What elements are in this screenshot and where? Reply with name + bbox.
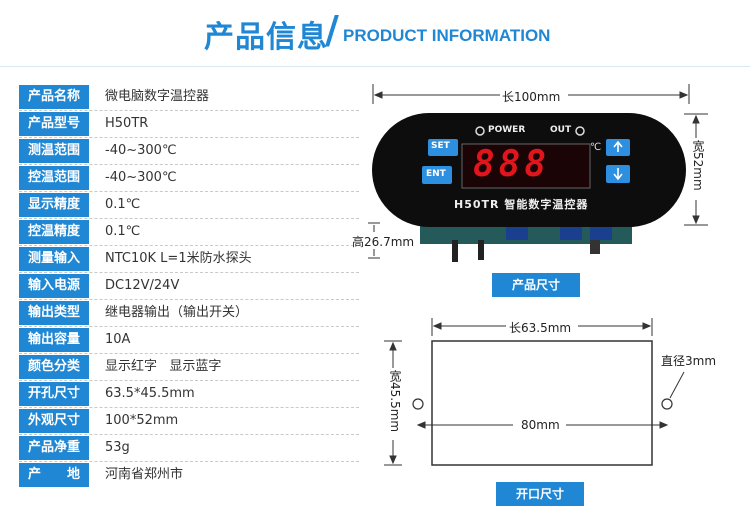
- spec-divider: [19, 272, 359, 274]
- spec-value: 63.5*45.5mm: [105, 386, 195, 401]
- spec-row: 产品型号 H50TR: [19, 112, 359, 139]
- spec-row: 输出类型 继电器输出（输出开关）: [19, 301, 359, 328]
- spec-key: 显示精度: [19, 193, 89, 217]
- spec-key: 外观尺寸: [19, 409, 89, 433]
- spec-value: -40~300℃: [105, 143, 177, 158]
- led-display-frame: [461, 143, 591, 189]
- spec-value: 10A: [105, 332, 131, 347]
- set-label: SET: [431, 141, 450, 151]
- brand-text: H50TR 智能数字温控器: [454, 198, 589, 211]
- cutout-length-label: 长63.5mm: [509, 321, 572, 335]
- spec-row: 颜色分类 显示红字 显示蓝字: [19, 355, 359, 382]
- spec-divider: [19, 164, 359, 166]
- spec-divider: [19, 353, 359, 355]
- hole-diameter-label: 直径3mm: [661, 354, 717, 368]
- spec-row: 产 地 河南省郑州市: [19, 463, 359, 487]
- spec-value: 微电脑数字温控器: [105, 89, 210, 104]
- spec-divider: [19, 380, 359, 382]
- spec-divider: [19, 407, 359, 409]
- product-length-dimension: [372, 84, 690, 104]
- product-height-dimension: [368, 222, 380, 259]
- spec-divider: [19, 461, 359, 463]
- spec-divider: [19, 218, 359, 220]
- spec-divider: [19, 137, 359, 139]
- spec-divider: [19, 191, 359, 193]
- spec-row: 产品名称 微电脑数字温控器: [19, 85, 359, 112]
- spec-divider: [19, 434, 359, 436]
- out-label: OUT: [550, 125, 572, 135]
- spec-value: 0.1℃: [105, 224, 141, 239]
- spec-key: 产品型号: [19, 112, 89, 136]
- header-title-en: PRODUCT INFORMATION: [343, 26, 551, 45]
- spec-divider: [19, 299, 359, 301]
- spec-key: 输出容量: [19, 328, 89, 352]
- ent-label: ENT: [426, 169, 446, 179]
- cutout-rectangle: [431, 340, 653, 466]
- spec-key: 颜色分类: [19, 355, 89, 379]
- spec-value: 河南省郑州市: [105, 467, 184, 482]
- mount-hole-right-icon: [661, 398, 673, 410]
- product-size-caption: 产品尺寸: [492, 273, 580, 297]
- cutout-drawing: [384, 318, 685, 466]
- header-title-cn: 产品信息: [204, 20, 328, 55]
- cutout-size-caption: 开口尺寸: [496, 482, 584, 506]
- ent-button-shape: [422, 166, 452, 184]
- product-panel: [372, 113, 686, 227]
- spec-row: 产品净重 53g: [19, 436, 359, 463]
- spec-row: 控温精度 0.1℃: [19, 220, 359, 247]
- spec-row: 外观尺寸 100*52mm: [19, 409, 359, 436]
- spec-key: 测量输入: [19, 247, 89, 271]
- spec-value: NTC10K L=1米防水探头: [105, 251, 252, 266]
- spec-value: DC12V/24V: [105, 278, 180, 293]
- spec-key: 产 地: [19, 463, 89, 487]
- spec-key: 输入电源: [19, 274, 89, 298]
- spec-divider: [19, 110, 359, 112]
- spec-value: 显示红字 显示蓝字: [105, 359, 222, 374]
- product-height-label: 高26.7mm: [352, 235, 415, 249]
- product-width-label: 宽52mm: [691, 140, 705, 191]
- spec-row: 测温范围 -40~300℃: [19, 139, 359, 166]
- spec-row: 控温范围 -40~300℃: [19, 166, 359, 193]
- power-led-icon: [475, 126, 485, 136]
- spec-key: 测温范围: [19, 139, 89, 163]
- out-led-icon: [575, 126, 585, 136]
- spec-value: 100*52mm: [105, 413, 179, 428]
- mount-hole-left-icon: [412, 398, 424, 410]
- led-display-digits: 888: [473, 144, 551, 185]
- spec-key: 产品净重: [19, 436, 89, 460]
- spec-row: 输出容量 10A: [19, 328, 359, 355]
- product-length-label: 长100mm: [502, 90, 561, 104]
- power-label: POWER: [488, 125, 526, 135]
- spec-row: 输入电源 DC12V/24V: [19, 274, 359, 301]
- cutout-width-label: 宽45.5mm: [388, 370, 402, 433]
- spec-divider: [19, 326, 359, 328]
- product-pcb: [420, 222, 632, 262]
- spec-row: 显示精度 0.1℃: [19, 193, 359, 220]
- set-button-shape: [428, 139, 458, 156]
- hole-spacing-label: 80mm: [521, 418, 560, 432]
- header-slash: /: [325, 8, 339, 52]
- spec-row: 开孔尺寸 63.5*45.5mm: [19, 382, 359, 409]
- spec-value: -40~300℃: [105, 170, 177, 185]
- product-width-dimension: [684, 113, 708, 226]
- spec-value: 继电器输出（输出开关）: [105, 305, 249, 320]
- page-header: 产品信息 / PRODUCT INFORMATION: [0, 0, 750, 72]
- arrow-down-icon: [613, 168, 623, 181]
- spec-row: 测量输入 NTC10K L=1米防水探头: [19, 247, 359, 274]
- display-unit: ℃: [590, 142, 602, 153]
- spec-value: 0.1℃: [105, 197, 141, 212]
- spec-divider: [19, 245, 359, 247]
- spec-key: 控温精度: [19, 220, 89, 244]
- spec-key: 控温范围: [19, 166, 89, 190]
- spec-key: 开孔尺寸: [19, 382, 89, 406]
- spec-value: 53g: [105, 440, 130, 455]
- spec-value: H50TR: [105, 116, 149, 131]
- arrow-up-icon: [613, 140, 623, 152]
- header-divider: [0, 66, 750, 67]
- spec-key: 输出类型: [19, 301, 89, 325]
- spec-key: 产品名称: [19, 85, 89, 109]
